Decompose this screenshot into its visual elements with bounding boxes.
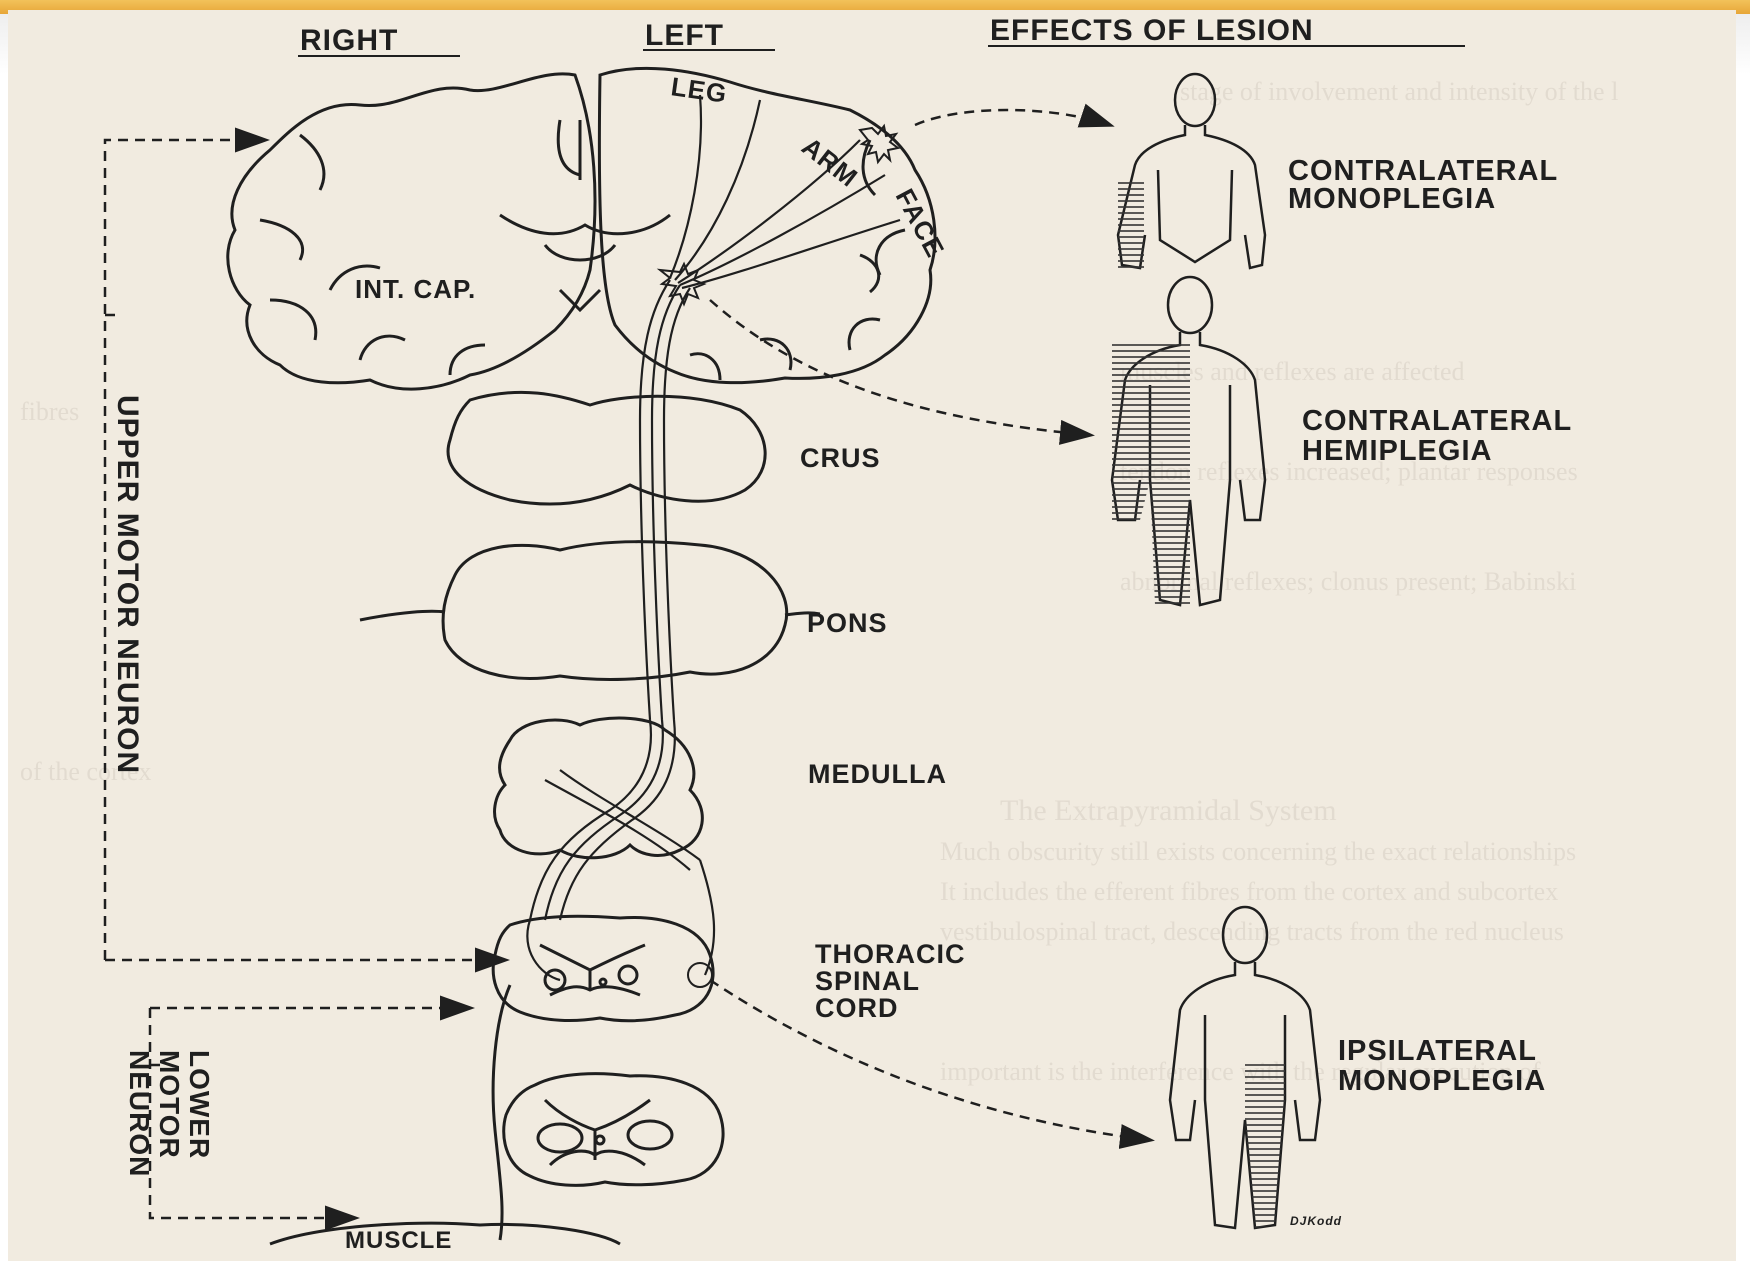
svg-text:Much obscurity still exists co: Much obscurity still exists concerning t…	[940, 837, 1576, 866]
svg-text:fibres: fibres	[20, 397, 79, 426]
lumbar-cord-outline	[504, 1074, 723, 1186]
svg-text:stage of involvement and inten: stage of involvement and intensity of th…	[1180, 77, 1618, 106]
svg-text:MOTOR: MOTOR	[154, 1050, 185, 1159]
header-effects: EFFECTS OF LESION	[990, 14, 1314, 47]
int-cap-label: INT. CAP.	[355, 274, 476, 304]
crus-outline	[448, 392, 765, 504]
column-headers: RIGHT LEFT EFFECTS OF LESION	[298, 14, 1465, 57]
effect-contralateral-hemiplegia-1: CONTRALATERAL	[1302, 405, 1572, 437]
lower-motor-neuron-label: LOWER MOTOR NEURON	[124, 1050, 215, 1177]
svg-text:NEURON: NEURON	[124, 1050, 155, 1177]
leg-label: LEG	[669, 71, 729, 109]
effect-arrows	[710, 110, 1150, 1140]
header-left: LEFT	[645, 19, 724, 52]
header-right: RIGHT	[300, 24, 398, 57]
muscle-label: MUSCLE	[345, 1227, 452, 1254]
effect-contralateral-hemiplegia-2: HEMIPLEGIA	[1302, 435, 1492, 467]
svg-text:vestibulospinal tract, descend: vestibulospinal tract, descending tracts…	[940, 917, 1564, 946]
effect-ipsilateral-monoplegia-1: IPSILATERAL	[1338, 1035, 1537, 1067]
medulla-outline	[495, 718, 703, 858]
figure-hemiplegia	[1112, 277, 1265, 605]
effect-ipsilateral-monoplegia-2: MONOPLEGIA	[1338, 1065, 1546, 1097]
artist-signature: DJKodd	[1290, 1214, 1342, 1228]
crus-label: CRUS	[800, 443, 881, 473]
brainstem	[270, 392, 820, 1244]
upper-motor-neuron-label: UPPER MOTOR NEURON	[111, 395, 144, 774]
pons-outline	[443, 542, 787, 680]
thoracic-label-3: CORD	[815, 993, 899, 1023]
brain-section	[228, 68, 935, 389]
pons-label: PONS	[807, 608, 888, 638]
thoracic-label-2: SPINAL	[815, 966, 920, 996]
medulla-label: MEDULLA	[808, 759, 947, 789]
thoracic-cord-outline	[493, 916, 713, 1020]
background-bleed-text: stage of involvement and intensity of th…	[20, 77, 1618, 1086]
svg-text:The Extrapyramidal System: The Extrapyramidal System	[1000, 794, 1337, 827]
corticospinal-tract	[527, 95, 900, 980]
svg-text:LOWER: LOWER	[184, 1050, 215, 1159]
svg-text:It includes the efferent fibre: It includes the efferent fibres from the…	[940, 877, 1558, 906]
effect-contralateral-monoplegia-2: MONOPLEGIA	[1288, 183, 1496, 215]
thoracic-label-1: THORACIC	[815, 939, 966, 969]
face-label: FACE	[890, 184, 951, 263]
arm-label: ARM	[796, 131, 863, 193]
